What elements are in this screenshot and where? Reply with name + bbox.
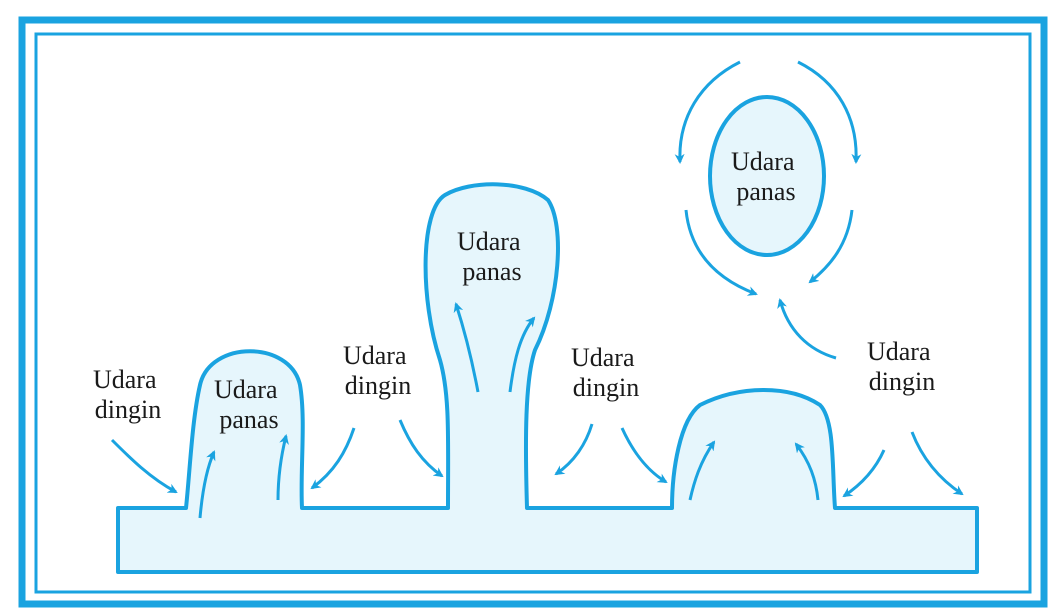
arrow-warm-rise-left-1 <box>198 450 216 519</box>
arrow-cool-inflow-mid-left-a <box>310 427 356 490</box>
arrow-warm-rise-right-2 <box>794 442 820 501</box>
label-cool-far-left: Udara dingin <box>93 365 163 424</box>
arrow-warm-rise-right-1 <box>688 440 716 501</box>
inner-frame <box>34 32 1032 594</box>
ground-and-warm-air-body <box>116 182 979 574</box>
arrow-circ-top-left <box>674 60 741 164</box>
arrow-circ-bottom-left <box>684 209 758 296</box>
arrow-warm-rise-left-2 <box>276 434 289 501</box>
arrow-cool-inflow-mid-right-b <box>620 427 668 484</box>
label-warm-center: Udara panas <box>457 227 527 286</box>
arrow-warm-rise-center-1 <box>453 302 480 393</box>
detached-warm-bubble <box>708 95 826 257</box>
label-warm-detached: Udara panas <box>731 147 801 206</box>
arrow-cool-inflow-far-right-a <box>842 449 886 498</box>
arrow-cool-inflow-mid-right-a <box>554 423 594 476</box>
arrow-cool-inflow-far-right-b <box>910 431 964 496</box>
label-warm-left: Udara panas <box>214 375 284 434</box>
arrow-circ-bottom-right <box>808 209 854 284</box>
label-cool-far-right: Udara dingin <box>867 337 937 396</box>
arrow-cool-up-to-bubble <box>777 298 837 360</box>
arrow-cool-inflow-mid-left-b <box>398 419 444 478</box>
arrow-cool-inflow-far-left <box>110 438 178 494</box>
outer-frame <box>18 16 1048 608</box>
label-cool-mid-right: Udara dingin <box>571 343 641 402</box>
arrow-warm-rise-center-2 <box>508 316 536 393</box>
arrow-circ-top-right <box>797 60 862 164</box>
label-cool-mid-left: Udara dingin <box>343 341 413 400</box>
